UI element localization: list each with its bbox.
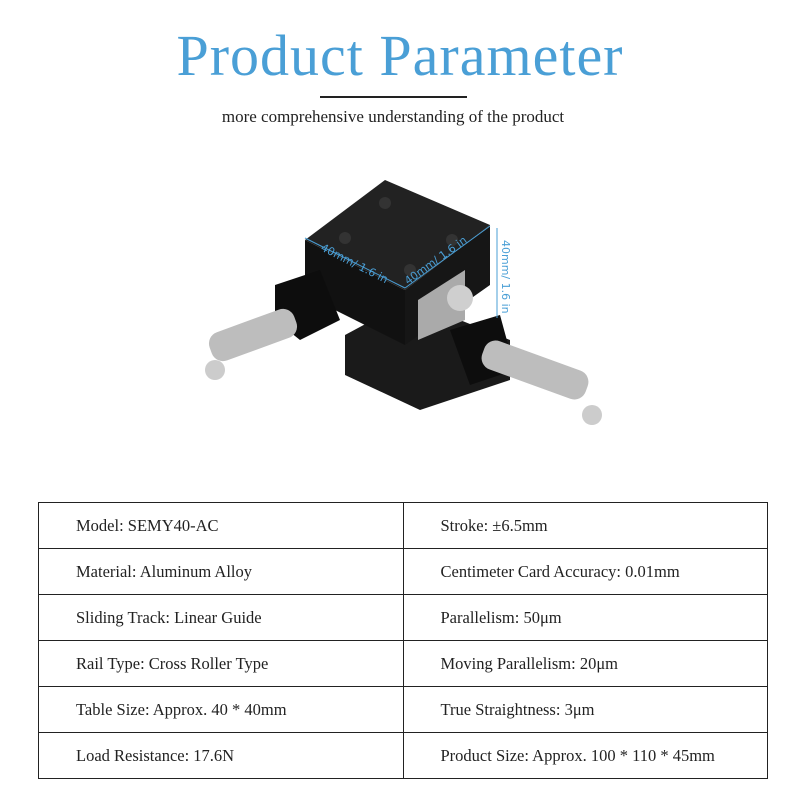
spec-cell: Table Size: Approx. 40 * 40mm bbox=[38, 686, 404, 733]
spec-cell: Model: SEMY40-AC bbox=[38, 502, 404, 549]
spec-cell: Sliding Track: Linear Guide bbox=[38, 594, 404, 641]
page-title: Product Parameter bbox=[176, 23, 624, 88]
spec-cell: Stroke: ±6.5mm bbox=[402, 502, 768, 549]
spec-cell: Load Resistance: 17.6N bbox=[38, 732, 404, 779]
spec-cell: True Straightness: 3μm bbox=[402, 686, 768, 733]
page-subtitle: more comprehensive understanding of the … bbox=[221, 107, 565, 126]
product-image-xy-stage: 40mm/ 1.6 in 40mm/ 1.6 in 40mm/ 1.6 in bbox=[205, 180, 602, 425]
spec-cell: Product Size: Approx. 100 * 110 * 45mm bbox=[402, 732, 768, 779]
title-divider bbox=[320, 96, 467, 98]
spec-cell: Moving Parallelism: 20μm bbox=[402, 640, 768, 687]
spec-cell: Material: Aluminum Alloy bbox=[38, 548, 404, 595]
dimension-label-height: 40mm/ 1.6 in bbox=[499, 240, 512, 314]
spec-cell: Rail Type: Cross Roller Type bbox=[38, 640, 404, 687]
spec-cell: Centimeter Card Accuracy: 0.01mm bbox=[402, 548, 768, 595]
spec-cell: Parallelism: 50μm bbox=[402, 594, 768, 641]
